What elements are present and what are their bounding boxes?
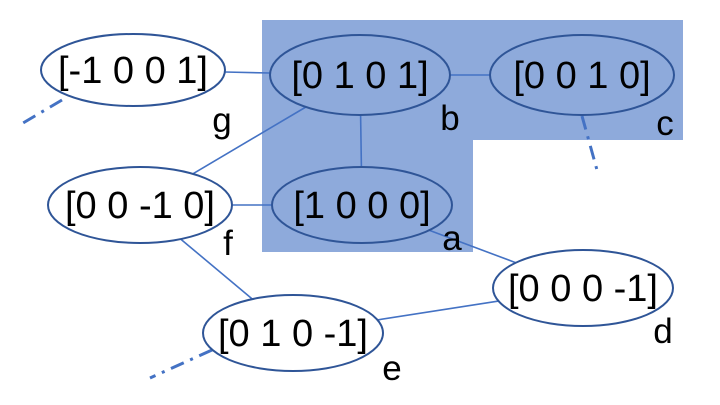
edge-a-d (428, 229, 517, 264)
node-b-ellipse (269, 34, 451, 116)
node-c-label: c (656, 104, 674, 143)
highlight-layer (262, 20, 683, 252)
edges-layer (180, 71, 517, 321)
node-d-ellipse (492, 249, 674, 327)
edge-f-e (180, 238, 253, 300)
node-b-label: b (440, 99, 459, 138)
edge-g-b (224, 71, 271, 74)
node-d: [0 0 0 -1]d (492, 249, 674, 351)
node-c-ellipse (489, 34, 675, 116)
node-g: [-1 0 0 1]g (40, 33, 232, 140)
node-a: [1 0 0 0] a (271, 166, 462, 258)
node-a-ellipse (271, 166, 453, 244)
node-a-vector: [1 0 0 0] (293, 185, 430, 227)
node-d-label: d (653, 312, 672, 351)
node-e: [0 1 0 -1] e (202, 294, 402, 388)
node-g-vector: [-1 0 0 1] (58, 50, 208, 92)
node-f-ellipse (47, 166, 233, 244)
node-e-ellipse (202, 294, 384, 372)
node-a-label: a (442, 219, 462, 258)
edge-b-a (359, 114, 363, 168)
node-g-label: g (212, 101, 231, 140)
highlight-region (262, 20, 683, 252)
continuations-layer (17, 98, 599, 380)
continuation-g (17, 98, 63, 128)
node-f-label: f (223, 224, 233, 263)
node-e-label: e (382, 349, 401, 388)
node-f-vector: [0 0 -1 0] (65, 185, 215, 227)
node-g-ellipse (40, 33, 226, 107)
node-b-vector: [0 1 0 1] (291, 55, 428, 97)
edge-b-f (192, 106, 307, 175)
node-b: [0 1 0 1] b (269, 34, 460, 138)
node-f: [0 0 -1 0]f (47, 166, 233, 263)
node-c: [0 0 1 0]c (489, 34, 675, 143)
node-e-vector: [0 1 0 -1] (218, 313, 368, 355)
nodes-layer: [-1 0 0 1]g [0 1 0 1] b [0 0 1 0]c [0 0 -1 0… (40, 33, 675, 388)
node-c-vector: [0 0 1 0] (513, 55, 650, 97)
continuation-e (149, 348, 213, 380)
continuation-c (580, 115, 599, 171)
edge-e-d (377, 300, 499, 321)
node-d-vector: [0 0 0 -1] (508, 268, 658, 310)
